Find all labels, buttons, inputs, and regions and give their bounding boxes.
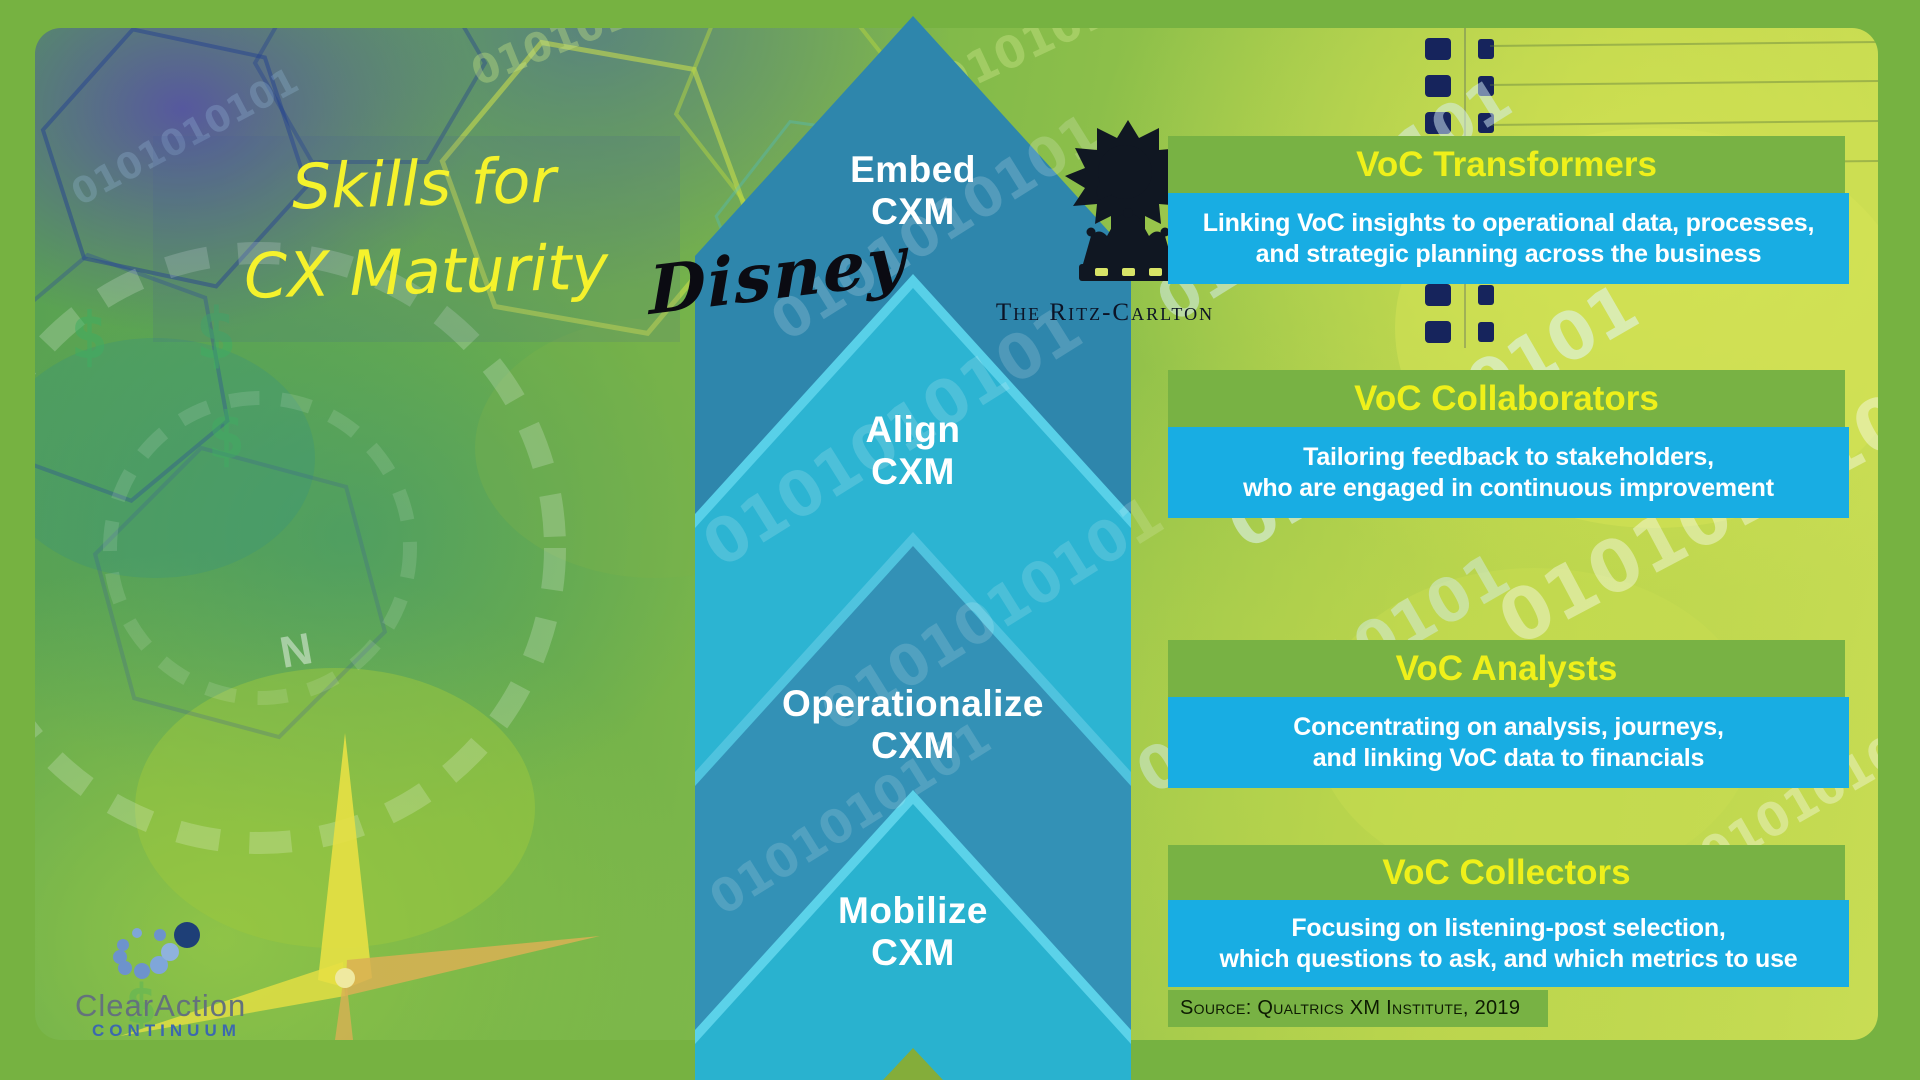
compass-rose-icon: [120, 733, 600, 1040]
svg-text:$: $: [70, 300, 109, 374]
page-title-line-1: Skills for: [290, 143, 557, 224]
skillbox-description-line: Linking VoC insights to operational data…: [1202, 208, 1815, 237]
continuum-wordmark: CONTINUUM: [92, 1021, 241, 1040]
skillbox-title: VoC Collectors: [1168, 845, 1845, 900]
lion-crown-icon: [1064, 120, 1191, 281]
skillbox-description-line: Concentrating on analysis, journeys,: [1293, 712, 1724, 741]
ritz-carlton-wordmark: The Ritz-Carlton: [995, 299, 1215, 326]
skillbox-description: Linking VoC insights to operational data…: [1168, 193, 1849, 284]
page-title-line-2: CX Maturity: [243, 230, 610, 313]
skillbox-description: Concentrating on analysis, journeys, and…: [1168, 697, 1849, 788]
dollar-pixel-icons: $ $ $ $: [70, 293, 246, 1036]
skillbox-title: VoC Collaborators: [1168, 370, 1845, 427]
skillbox-description: Focusing on listening-post selection, wh…: [1168, 900, 1849, 987]
skillbox-voc-collaborators: VoC Collaborators Tailoring feedback to …: [1168, 370, 1849, 518]
ritz-carlton-logo: The Ritz-Carlton: [985, 112, 1225, 327]
skillbox-description-line: who are engaged in continuous improvemen…: [1243, 473, 1774, 502]
title-backdrop: [153, 136, 680, 342]
clearaction-logo: ClearAction CONTINUUM: [60, 905, 330, 1040]
dots-spiral-icon: [113, 922, 200, 979]
skillbox-description: Tailoring feedback to stakeholders, who …: [1168, 427, 1849, 518]
skillbox-description-line: which questions to ask, and which metric…: [1219, 944, 1798, 973]
skillbox-description-line: and strategic planning across the busine…: [1255, 239, 1762, 268]
page-title: Skills for CX Maturity: [173, 133, 677, 322]
skillbox-description-line: Tailoring feedback to stakeholders,: [1303, 442, 1714, 471]
skillbox-title: VoC Transformers: [1168, 136, 1845, 193]
source-citation: Source: Qualtrics XM Institute, 2019: [1168, 990, 1548, 1027]
skillbox-voc-transformers: VoC Transformers Linking VoC insights to…: [1168, 136, 1849, 284]
svg-text:$: $: [207, 400, 246, 474]
svg-text:$: $: [195, 293, 237, 375]
skillbox-voc-collectors: VoC Collectors Focusing on listening-pos…: [1168, 845, 1849, 987]
svg-text:N: N: [276, 624, 316, 678]
skillbox-description-line: and linking VoC data to financials: [1312, 743, 1705, 772]
skillbox-voc-analysts: VoC Analysts Concentrating on analysis, …: [1168, 640, 1849, 788]
clearaction-wordmark: ClearAction: [75, 988, 247, 1023]
skillbox-title: VoC Analysts: [1168, 640, 1845, 697]
skillbox-description-line: Focusing on listening-post selection,: [1291, 913, 1726, 942]
